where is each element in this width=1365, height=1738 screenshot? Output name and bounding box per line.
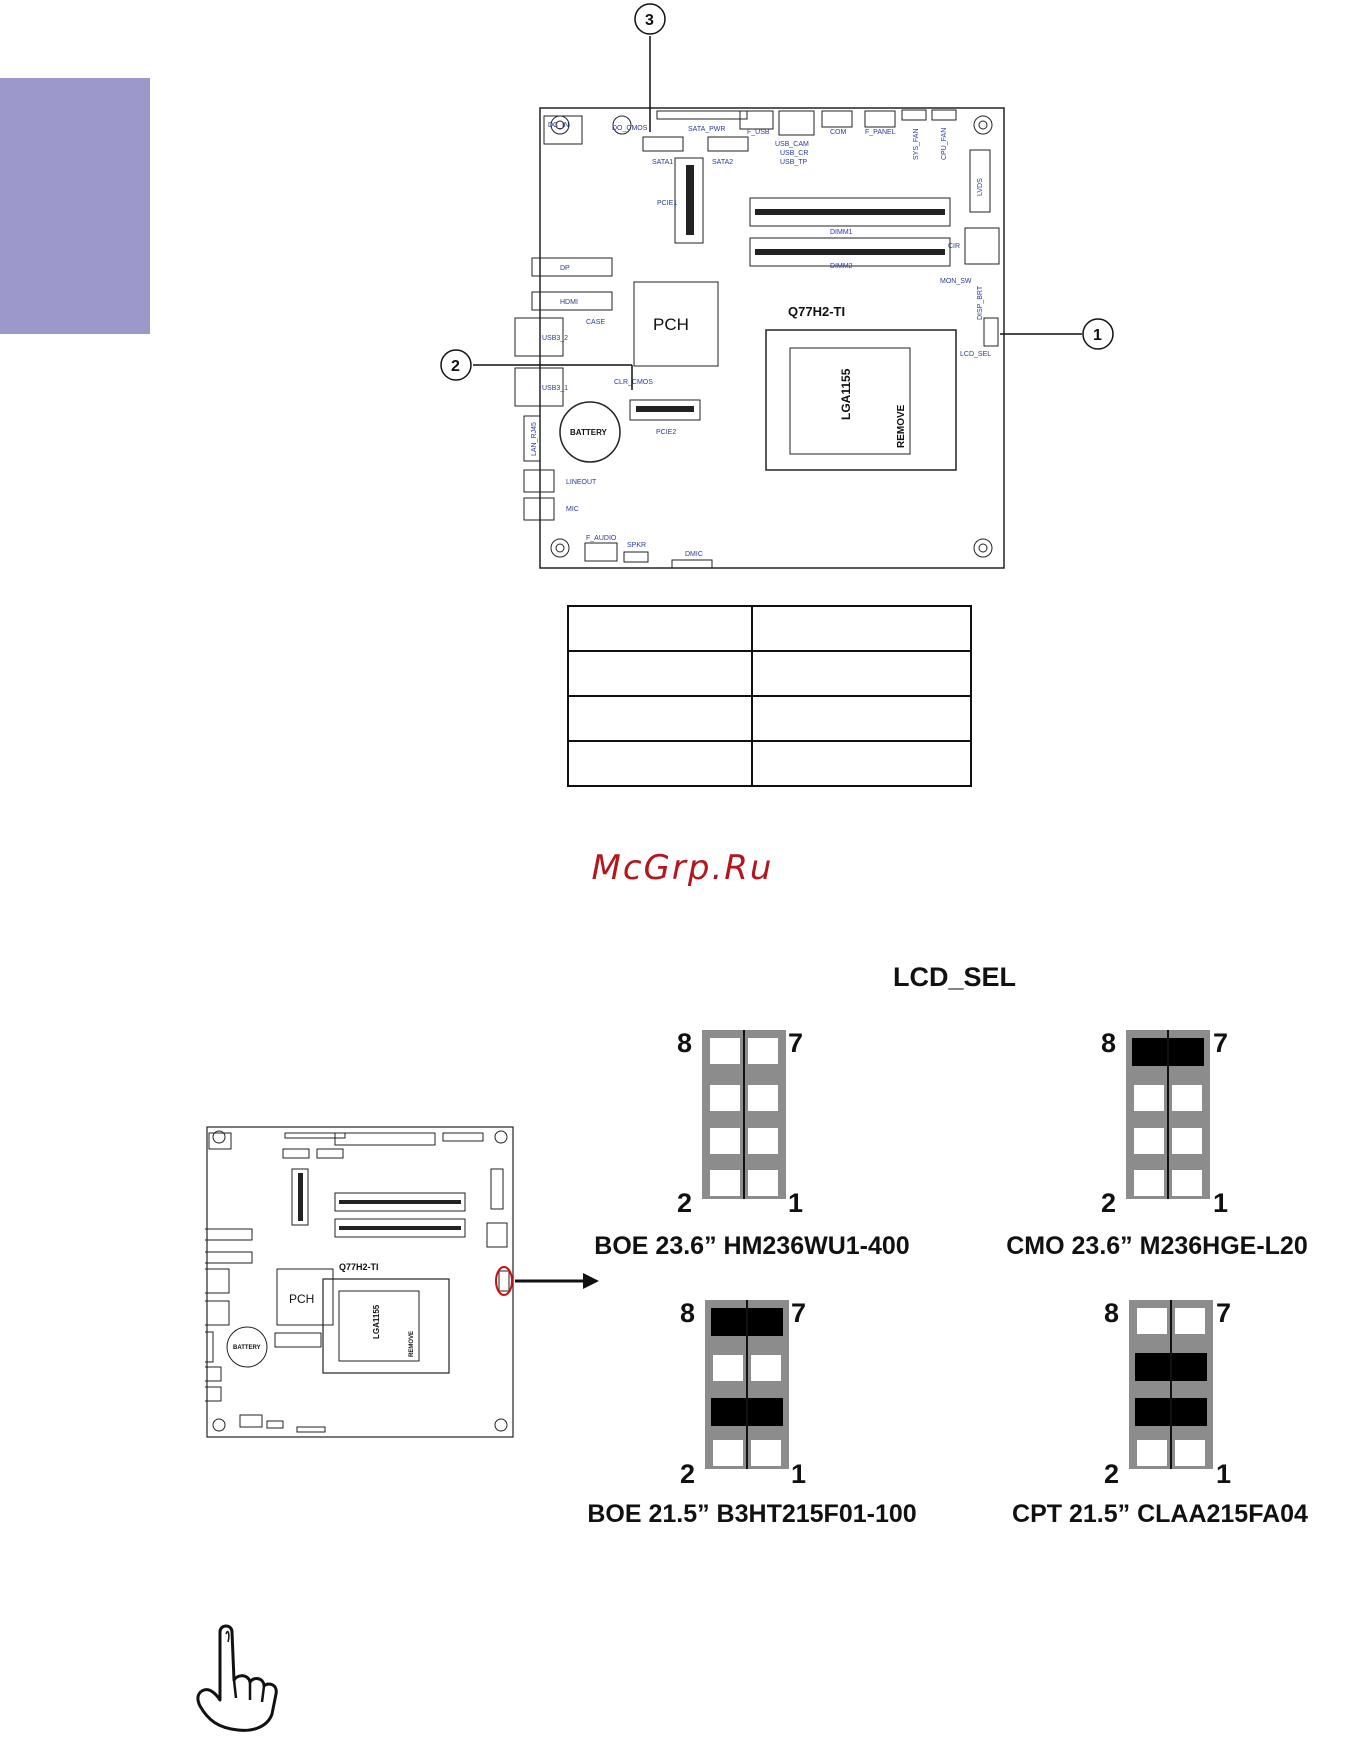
config-4-label: CPT 21.5” CLAA215FA04 bbox=[1012, 1500, 1308, 1528]
svg-text:BATTERY: BATTERY bbox=[233, 1345, 261, 1351]
svg-text:USB_CR: USB_CR bbox=[780, 150, 808, 157]
svg-text:LCD_SEL: LCD_SEL bbox=[960, 351, 991, 358]
svg-text:REMOVE: REMOVE bbox=[409, 1331, 415, 1357]
board-model: Q77H2-TI bbox=[788, 304, 845, 319]
callout-2: 2 bbox=[451, 358, 460, 375]
pin-1-label: 1 bbox=[791, 1459, 807, 1489]
table-row bbox=[567, 740, 972, 787]
svg-text:SATA_PWR: SATA_PWR bbox=[688, 126, 725, 133]
table-row bbox=[567, 695, 972, 742]
small-board-diagram: PCH BATTERY Q77H2-TI LGA1155 REMOVE bbox=[205, 1126, 599, 1438]
svg-text:MIC: MIC bbox=[566, 506, 579, 513]
pin-7-label: 7 bbox=[788, 1028, 804, 1058]
pin-1-label: 1 bbox=[1216, 1459, 1232, 1489]
pin-8-label: 8 bbox=[680, 1298, 696, 1328]
pin-2-label: 2 bbox=[677, 1188, 693, 1218]
svg-text:LGA1155: LGA1155 bbox=[372, 1304, 381, 1339]
svg-text:USB_CAM: USB_CAM bbox=[775, 141, 809, 148]
svg-text:F_AUDIO: F_AUDIO bbox=[586, 535, 617, 542]
lcd-sel-title: LCD_SEL bbox=[893, 962, 1017, 992]
svg-text:LINEOUT: LINEOUT bbox=[566, 479, 597, 486]
svg-text:PCH: PCH bbox=[653, 315, 689, 334]
svg-text:MON_SW: MON_SW bbox=[940, 278, 972, 285]
callout-3: 3 bbox=[645, 12, 654, 29]
svg-text:LAN_RJ45: LAN_RJ45 bbox=[531, 422, 538, 456]
svg-text:COM: COM bbox=[830, 129, 847, 136]
svg-text:PCIE2: PCIE2 bbox=[656, 429, 676, 436]
svg-text:USB_TP: USB_TP bbox=[780, 159, 808, 166]
svg-text:HDMI: HDMI bbox=[560, 299, 578, 306]
pin-2-label: 2 bbox=[1104, 1459, 1120, 1489]
table-row bbox=[567, 650, 972, 697]
svg-text:DISP_BRT: DISP_BRT bbox=[977, 285, 984, 320]
pin-7-label: 7 bbox=[1216, 1298, 1232, 1328]
svg-text:USB3_1: USB3_1 bbox=[542, 385, 568, 392]
jumper-config-2 bbox=[1126, 1030, 1210, 1199]
svg-text:BATTERY: BATTERY bbox=[570, 428, 608, 437]
config-2-label: CMO 23.6” M236HGE-L20 bbox=[1006, 1232, 1308, 1260]
svg-text:DIMM1: DIMM1 bbox=[830, 229, 853, 236]
pin-8-label: 8 bbox=[677, 1028, 693, 1058]
pin-8-label: 8 bbox=[1104, 1298, 1120, 1328]
svg-text:REMOVE: REMOVE bbox=[896, 404, 907, 448]
svg-text:CIR: CIR bbox=[948, 243, 960, 250]
svg-text:CLR_CMOS: CLR_CMOS bbox=[614, 379, 653, 386]
pointing-hand-icon bbox=[196, 1624, 278, 1732]
svg-text:DMIC: DMIC bbox=[685, 551, 703, 558]
config-3-label: BOE 21.5” B3HT215F01-100 bbox=[587, 1500, 917, 1528]
svg-text:DIMM2: DIMM2 bbox=[830, 263, 853, 270]
pin-2-label: 2 bbox=[680, 1459, 696, 1489]
svg-text:LVDS: LVDS bbox=[977, 178, 984, 196]
svg-text:PCH: PCH bbox=[289, 1292, 314, 1306]
svg-text:DP: DP bbox=[560, 265, 570, 272]
pin-1-label: 1 bbox=[1213, 1188, 1229, 1218]
chapter-tab bbox=[0, 78, 150, 334]
svg-text:SATA2: SATA2 bbox=[712, 159, 733, 166]
jumper-table bbox=[567, 605, 972, 787]
svg-text:SATA1: SATA1 bbox=[652, 159, 673, 166]
table-row bbox=[567, 605, 972, 652]
config-1-label: BOE 23.6” HM236WU1-400 bbox=[594, 1232, 910, 1260]
svg-text:Q77H2-TI: Q77H2-TI bbox=[339, 1262, 379, 1272]
pin-8-label: 8 bbox=[1101, 1028, 1117, 1058]
jumper-config-1 bbox=[702, 1030, 786, 1199]
svg-text:F_USB: F_USB bbox=[747, 129, 770, 136]
jumper-config-4 bbox=[1129, 1300, 1213, 1469]
svg-text:SYS_FAN: SYS_FAN bbox=[913, 128, 920, 160]
jumper-config-3 bbox=[705, 1300, 789, 1469]
callout-1: 1 bbox=[1093, 327, 1102, 344]
watermark: McGrp.Ru bbox=[591, 848, 774, 888]
dc-in-label: DC_IN bbox=[548, 122, 569, 129]
board-outline bbox=[539, 107, 1005, 569]
pin-2-label: 2 bbox=[1101, 1188, 1117, 1218]
board-layout-diagram: DC_IN SATA_PWR DO_CMOS SATA1 SATA2 F_USB… bbox=[440, 3, 1114, 569]
svg-text:SPKR: SPKR bbox=[627, 542, 646, 549]
pin-7-label: 7 bbox=[791, 1298, 807, 1328]
svg-text:DO_CMOS: DO_CMOS bbox=[612, 125, 648, 132]
svg-text:CPU_FAN: CPU_FAN bbox=[941, 128, 948, 160]
svg-text:PCIE1: PCIE1 bbox=[657, 200, 677, 207]
pin-7-label: 7 bbox=[1213, 1028, 1229, 1058]
svg-text:LGA1155: LGA1155 bbox=[839, 368, 853, 420]
svg-text:USB3_2: USB3_2 bbox=[542, 335, 568, 342]
svg-text:CASE: CASE bbox=[586, 319, 605, 326]
svg-text:F_PANEL: F_PANEL bbox=[865, 129, 896, 136]
pin-1-label: 1 bbox=[788, 1188, 804, 1218]
